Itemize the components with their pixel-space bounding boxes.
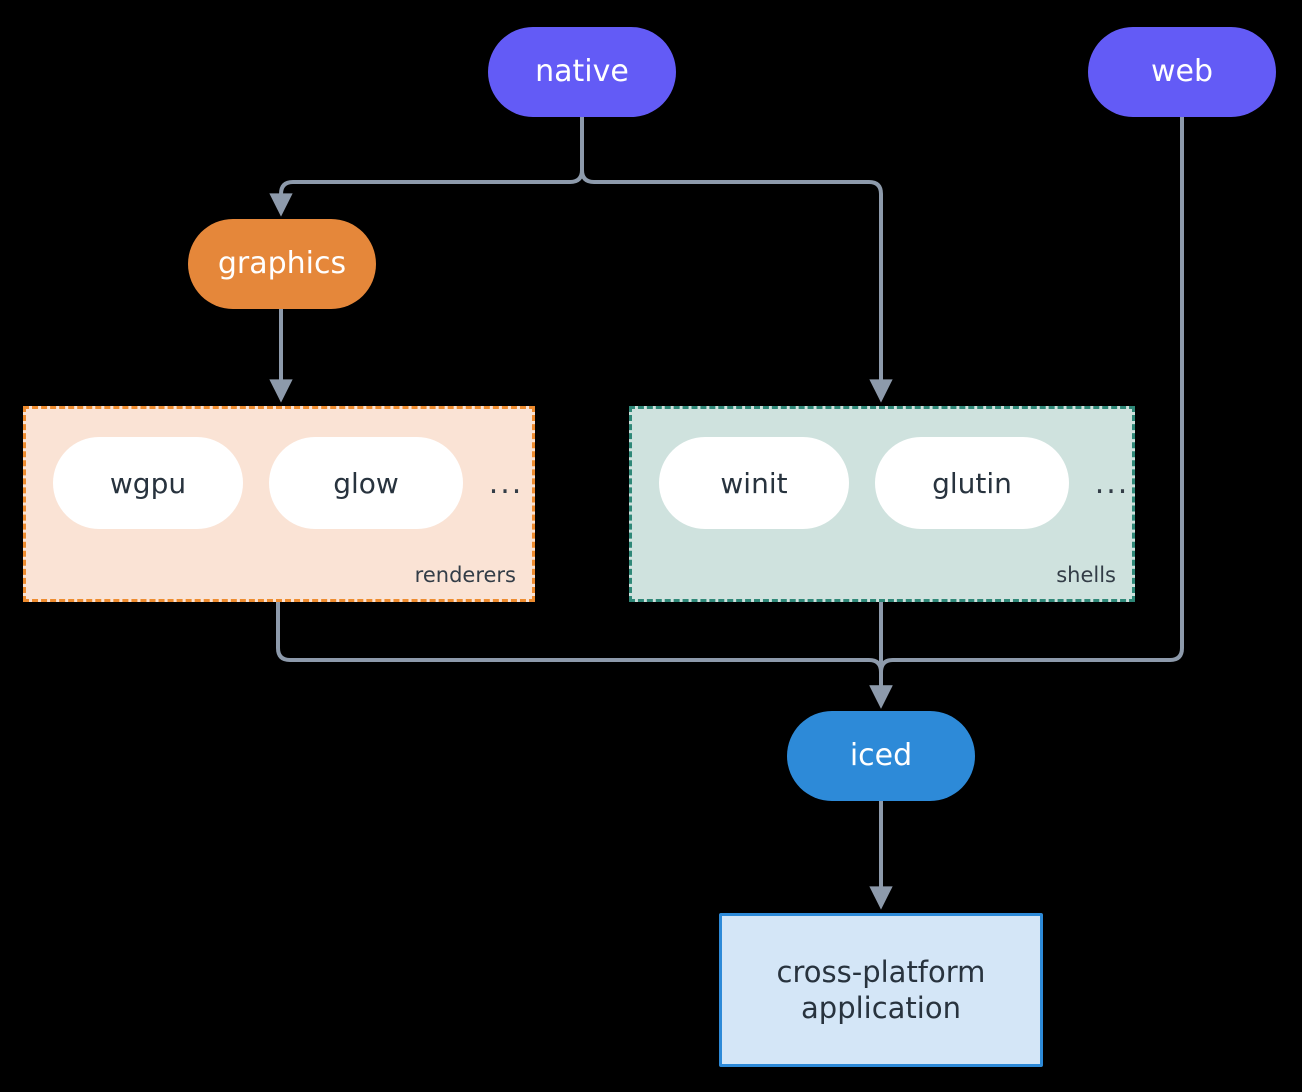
shells-overflow-ellipsis: ... [1094,465,1130,501]
edge-native-to-shells [580,117,893,403]
node-graphics[interactable]: graphics [188,219,376,309]
renderer-item-wgpu[interactable]: wgpu [53,437,243,529]
node-cross-platform-application[interactable]: cross-platform application [719,913,1043,1067]
node-native[interactable]: native [488,27,676,117]
application-label-line2: application [801,991,961,1025]
edge-native-to-graphics [269,117,584,217]
node-web[interactable]: web [1088,27,1276,117]
node-iced-label: iced [849,738,913,774]
shell-item-winit[interactable]: winit [659,437,849,529]
node-iced[interactable]: iced [787,711,975,801]
node-native-label: native [535,54,629,90]
node-graphics-label: graphics [217,246,347,282]
edge-renderers-to-iced [276,602,893,709]
renderers-overflow-ellipsis: ... [488,465,524,501]
shell-item-glutin[interactable]: glutin [875,437,1069,529]
node-web-label: web [1150,54,1214,90]
shell-item-winit-label: winit [720,466,788,500]
renderer-item-glow-label: glow [333,466,399,500]
renderer-item-glow[interactable]: glow [269,437,463,529]
group-shells: winit glutin ... shells [629,406,1135,602]
group-shells-label: shells [1056,563,1116,587]
group-renderers: wgpu glow ... renderers [23,406,535,602]
shell-item-glutin-label: glutin [932,466,1012,500]
group-renderers-label: renderers [414,563,516,587]
renderer-item-wgpu-label: wgpu [109,466,187,500]
application-label-line1: cross-platform [776,954,986,989]
